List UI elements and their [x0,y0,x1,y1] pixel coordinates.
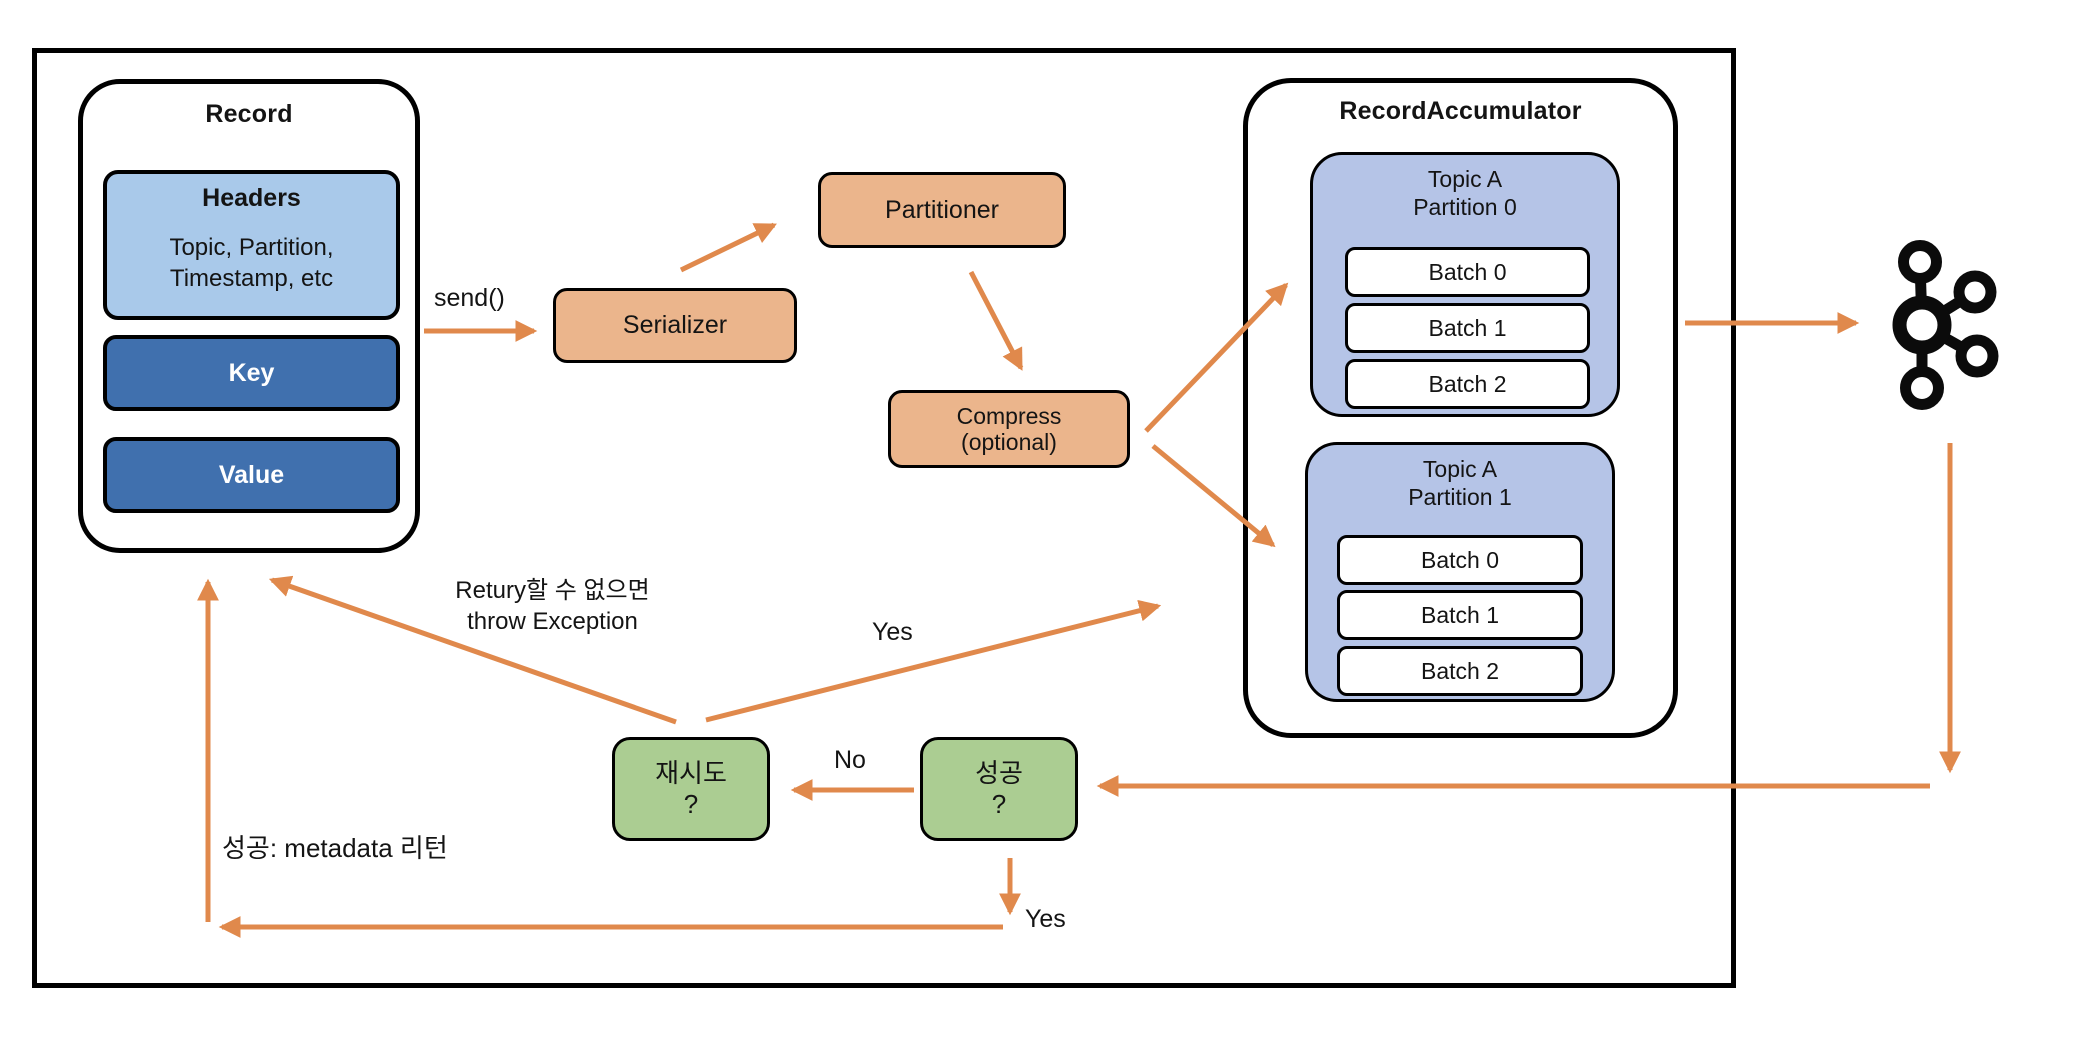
no-label: No [834,746,866,774]
batch-label: Batch 2 [1421,657,1499,684]
partition-0-topic: Topic A [1427,166,1503,192]
diagram-outer-border [32,48,1736,988]
serializer-label: Serializer [622,311,728,340]
compress-label-line1: Compress [956,402,1062,429]
batch-label: Batch 0 [1428,258,1507,285]
headers-field-line1: Topic, Partition, [169,234,334,261]
compress-label-line2: (optional) [961,429,1057,455]
record-key-box: Key [103,335,400,411]
value-label: Value [218,460,285,489]
partition-1-box: Topic A Partition 1 Batch 0 Batch 1 Batc… [1305,442,1615,702]
partition-0-box: Topic A Partition 0 Batch 0 Batch 1 Batc… [1310,152,1620,417]
partition-0-name: Partition 0 [1413,194,1517,221]
partition-1-topic: Topic A [1422,456,1498,482]
batch-label: Batch 1 [1421,601,1499,628]
record-headers-box: Headers Topic, Partition, Timestamp, etc [103,170,400,320]
batch-row: Batch 2 [1345,359,1590,409]
yes-retry-label: Yes [872,618,913,646]
success-question-mark: ? [991,789,1007,819]
serializer-box: Serializer [553,288,797,363]
headers-title: Headers [202,184,301,212]
retry-question-mark: ? [683,789,699,819]
headers-field-line2: Timestamp, etc [169,265,334,293]
batch-label: Batch 2 [1428,370,1507,397]
partition-0-title: Topic A Partition 0 [1313,155,1617,221]
success-decision-box: 성공 ? [920,737,1078,841]
batch-row: Batch 1 [1337,590,1583,640]
batch-label: Batch 1 [1428,314,1507,341]
throw-exception-line2: throw Exception [467,608,638,636]
batch-row: Batch 1 [1345,303,1590,353]
partition-1-title: Topic A Partition 1 [1308,445,1612,511]
partitioner-box: Partitioner [818,172,1066,248]
record-accumulator-box: RecordAccumulator Topic A Partition 0 Ba… [1243,78,1678,738]
retry-label: 재시도 [655,757,727,788]
key-label: Key [228,358,275,387]
compress-box: Compress (optional) [888,390,1130,468]
record-accumulator-title: RecordAccumulator [1339,97,1582,125]
batch-label: Batch 0 [1421,546,1499,573]
kafka-logo-icon [1892,240,1999,410]
send-label: send() [434,284,505,312]
metadata-return-label: 성공: metadata 리턴 [222,833,448,863]
success-label: 성공 [975,757,1023,788]
yes-success-label: Yes [1025,905,1066,933]
batch-row: Batch 2 [1337,646,1583,696]
throw-exception-label: Retury할 수 없으면 throw Exception [415,575,690,637]
record-box: Record Headers Topic, Partition, Timesta… [78,79,420,553]
retry-decision-box: 재시도 ? [612,737,770,841]
throw-exception-line1: Retury할 수 없으면 [455,577,650,604]
batch-row: Batch 0 [1345,247,1590,297]
record-value-box: Value [103,437,400,513]
batch-row: Batch 0 [1337,535,1583,585]
record-title: Record [205,100,293,128]
headers-fields: Topic, Partition, Timestamp, etc [107,232,396,294]
partition-1-name: Partition 1 [1408,484,1512,511]
partitioner-label: Partitioner [885,195,999,224]
